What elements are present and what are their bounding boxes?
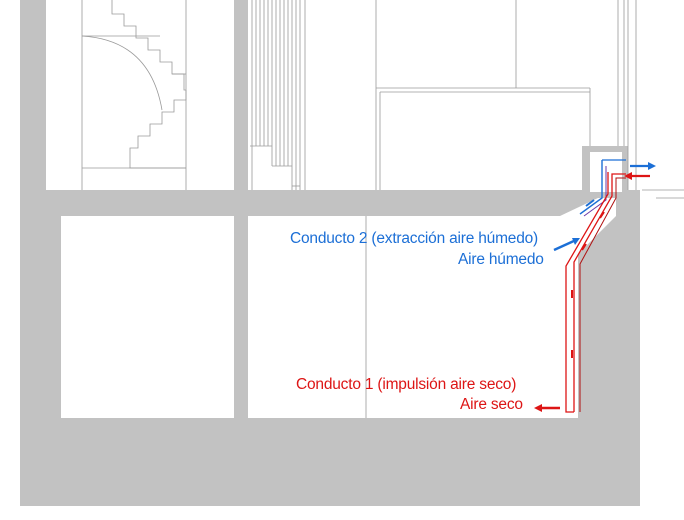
wall-left-lower (20, 216, 61, 418)
duct-2-air-label: Aire húmedo (458, 251, 544, 268)
duct-1-title: Conducto 1 (impulsión aire seco) (296, 376, 517, 393)
floor-slab (20, 190, 640, 216)
duct-1-air-label: Aire seco (460, 396, 523, 413)
wall-sections (20, 0, 640, 506)
duct-1-inner (579, 177, 626, 412)
wall-right-chamfered (578, 216, 640, 418)
wall-center-lower (234, 216, 248, 418)
room-lower-right (248, 198, 616, 418)
dry-air-in-arrow-icon (624, 172, 650, 180)
upper-storey-lines (81, 0, 684, 418)
wall-left-upper (20, 0, 46, 190)
duct-2-extraction (579, 159, 626, 217)
foundation (20, 418, 640, 506)
humid-air-out-arrow-icon (630, 162, 656, 170)
duct-1-outer-b (565, 172, 609, 413)
duct-2-path (579, 160, 603, 215)
room-lower-left (61, 216, 234, 418)
wall-center-upper (234, 0, 248, 190)
room-cavities (61, 152, 622, 418)
humid-air-intake-arrow-icon (553, 238, 580, 252)
duct-2-title: Conducto 2 (extracción aire húmedo) (290, 230, 539, 247)
dry-air-outlet-arrow-icon (534, 404, 560, 412)
duct-1-supply (565, 172, 626, 413)
flow-arrows (534, 162, 656, 412)
duct-2-path-inner (583, 166, 607, 217)
duct-1-outer (573, 173, 626, 412)
